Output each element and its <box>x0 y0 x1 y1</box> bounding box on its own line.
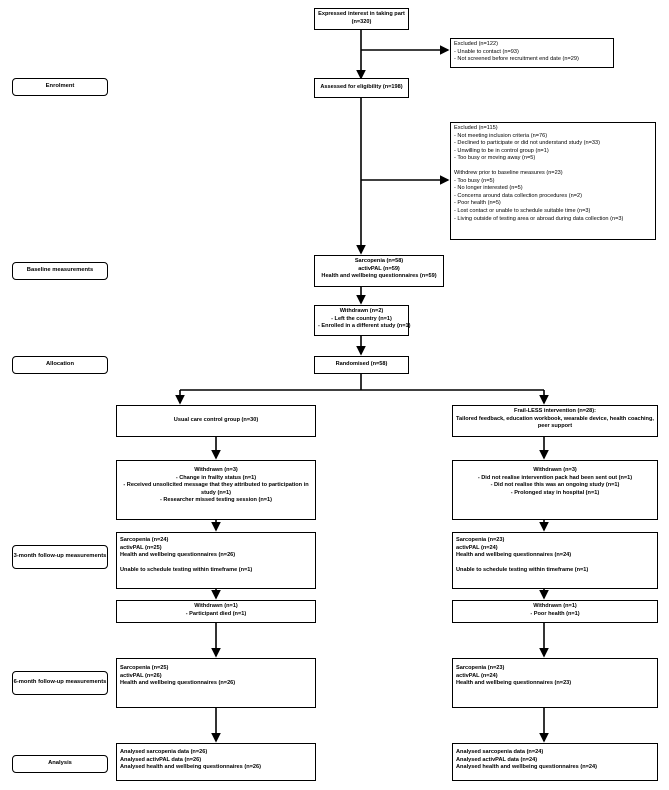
excluded2-item: - Declined to participate or did not und… <box>454 140 600 147</box>
right-6m-line: Health and wellbeing questionnaires (n=2… <box>456 680 572 687</box>
left-withdrawn1-line: - Received unsolicited message that they… <box>123 482 309 496</box>
left-3m-line: activPAL (n=25) <box>120 544 162 551</box>
left-withdrawn1-box: Withdrawn (n=3) - Change in frailty stat… <box>116 460 316 520</box>
right-3m-line: Unable to schedule testing within timefr… <box>456 567 589 574</box>
left-3m-line: Sarcopenia (n=24) <box>120 537 169 543</box>
left-6month-box: Sarcopenia (n=25) activPAL (n=26) Health… <box>116 658 316 708</box>
right-analysis-line: Analysed activPAL data (n=24) <box>456 756 538 763</box>
stage-enrolment: Enrolment <box>12 78 108 96</box>
right-withdrawn1-line: Withdrawn (n=3) <box>533 467 577 473</box>
expressed-interest-box: Expressed interest in taking part (n=320… <box>314 8 409 30</box>
right-withdrawn2-line: - Poor health (n=1) <box>530 610 580 617</box>
right-withdrawn1-box: Withdrawn (n=3) - Did not realise interv… <box>452 460 658 520</box>
randomised-box: Randomised (n=58) <box>314 356 409 374</box>
stage-allocation-label: Allocation <box>45 361 75 368</box>
left-analysis-line: Analysed sarcopenia data (n=26) <box>120 749 208 755</box>
right-analysis-line: Analysed sarcopenia data (n=24) <box>456 749 544 755</box>
withdrew-item: - No longer interested (n=5) <box>454 185 523 192</box>
left-analysis-line: Analysed activPAL data (n=26) <box>120 756 202 763</box>
right-withdrawn1-line: - Prolonged stay in hospital (n=1) <box>510 489 600 496</box>
right-withdrawn1-line: - Did not realise this was an ongoing st… <box>490 482 620 489</box>
stage-followup3: 3-month follow-up measurements <box>12 545 108 569</box>
withdrew-item: - Lost contact or unable to schedule sui… <box>454 208 591 215</box>
withdrawn-pre-random-box: Withdrawn (n=2) - Left the country (n=1)… <box>314 305 411 336</box>
baseline-line: Sarcopenia (n=58) <box>354 258 404 264</box>
right-6m-line: Sarcopenia (n=23) <box>456 665 505 671</box>
intervention-title: Frail-LESS intervention (n=28): <box>514 408 596 414</box>
withdrawn-line: Withdrawn (n=2) <box>339 308 384 314</box>
stage-enrolment-label: Enrolment <box>45 83 75 90</box>
stage-analysis: Analysis <box>12 755 108 773</box>
randomised-text: Randomised (n=58) <box>335 361 388 368</box>
right-3m-line: Health and wellbeing questionnaires (n=2… <box>456 552 572 559</box>
excluded1-title: Excluded (n=122) <box>454 41 499 47</box>
left-withdrawn1-line: - Researcher missed testing session (n=1… <box>159 497 273 504</box>
stage-analysis-label: Analysis <box>48 760 72 767</box>
right-6month-box: Sarcopenia (n=23) activPAL (n=24) Health… <box>452 658 658 708</box>
withdrew-title: Withdrew prior to baseline measures (n=2… <box>454 170 563 177</box>
excluded2-item: - Not meeting inclusion criteria (n=76) <box>454 132 548 139</box>
stage-followup6-label: 6-month follow-up measurements <box>13 679 107 686</box>
baseline-line: activPAL (n=59) <box>358 265 400 272</box>
excluded2-item: - Too busy or moving away (n=5) <box>454 155 536 162</box>
withdrawn-line: - Left the country (n=1) <box>331 315 392 322</box>
right-analysis-box: Analysed sarcopenia data (n=24) Analysed… <box>452 743 658 781</box>
withdrew-item: - Living outside of testing area or abro… <box>454 215 624 222</box>
right-6m-line: activPAL (n=24) <box>456 672 498 679</box>
left-analysis-line: Analysed health and wellbeing questionna… <box>120 764 261 771</box>
right-withdrawn2-box: Withdrawn (n=1) - Poor health (n=1) <box>452 600 658 623</box>
withdrew-item: - Concerns around data collection proced… <box>454 192 582 199</box>
left-analysis-box: Analysed sarcopenia data (n=26) Analysed… <box>116 743 316 781</box>
left-6m-line: Health and wellbeing questionnaires (n=2… <box>120 680 236 687</box>
left-withdrawn1-line: Withdrawn (n=3) <box>194 467 238 473</box>
excluded2-box: Excluded (n=115) - Not meeting inclusion… <box>450 122 656 240</box>
stage-allocation: Allocation <box>12 356 108 374</box>
stage-baseline: Baseline measurements <box>12 262 108 280</box>
withdrew-item: - Too busy (n=5) <box>454 177 495 184</box>
assessed-box: Assessed for eligibility (n=198) <box>314 78 409 98</box>
stage-followup3-label: 3-month follow-up measurements <box>13 553 107 560</box>
left-withdrawn2-line: - Participant died (n=1) <box>185 610 247 617</box>
left-3m-line <box>120 560 312 568</box>
assessed-text: Assessed for eligibility (n=198) <box>320 84 403 91</box>
left-withdrawn2-line: Withdrawn (n=1) <box>194 603 238 609</box>
withdrawn-line: - Enrolled in a different study (n=1) <box>318 323 411 330</box>
excluded1-item: - Unable to contact (n=93) <box>454 48 519 55</box>
expressed-interest-text: Expressed interest in taking part (n=320… <box>318 11 405 25</box>
right-3month-box: Sarcopenia (n=23) activPAL (n=24) Health… <box>452 532 658 589</box>
left-withdrawn1-line: - Change in frailty status (n=1) <box>175 474 257 481</box>
withdrew-item: - Poor health (n=5) <box>454 200 501 207</box>
left-3m-line: Unable to schedule testing within timefr… <box>120 567 253 574</box>
spacer <box>454 163 652 171</box>
left-3month-box: Sarcopenia (n=24) activPAL (n=25) Health… <box>116 532 316 589</box>
stage-baseline-label: Baseline measurements <box>26 267 94 274</box>
right-analysis-line: Analysed health and wellbeing questionna… <box>456 764 597 771</box>
left-6m-line: Sarcopenia (n=25) <box>120 665 169 671</box>
intervention-group-box: Frail-LESS intervention (n=28): Tailored… <box>452 405 658 437</box>
right-withdrawn1-line: - Did not realise intervention pack had … <box>477 474 633 481</box>
excluded2-title: Excluded (n=115) <box>454 125 498 131</box>
stage-followup6: 6-month follow-up measurements <box>12 671 108 695</box>
excluded2-item: - Unwilling to be in control group (n=1) <box>454 147 549 154</box>
right-3m-line: Sarcopenia (n=23) <box>456 537 505 543</box>
baseline-line: Health and wellbeing questionnaires (n=5… <box>321 273 437 280</box>
left-3m-line: Health and wellbeing questionnaires (n=2… <box>120 552 236 559</box>
excluded1-item: - Not screened before recruitment end da… <box>454 56 579 63</box>
excluded1-box: Excluded (n=122) - Unable to contact (n=… <box>450 38 614 68</box>
right-3m-line <box>456 560 654 568</box>
control-group-box: Usual care control group (n=30) <box>116 405 316 437</box>
left-withdrawn2-box: Withdrawn (n=1) - Participant died (n=1) <box>116 600 316 623</box>
right-3m-line: activPAL (n=24) <box>456 544 498 551</box>
control-group-text: Usual care control group (n=30) <box>173 417 259 424</box>
baseline-measures-box: Sarcopenia (n=58) activPAL (n=59) Health… <box>314 255 444 287</box>
left-6m-line: activPAL (n=26) <box>120 672 162 679</box>
intervention-desc: Tailored feedback, education workbook, w… <box>456 415 654 430</box>
right-withdrawn2-line: Withdrawn (n=1) <box>533 603 577 609</box>
